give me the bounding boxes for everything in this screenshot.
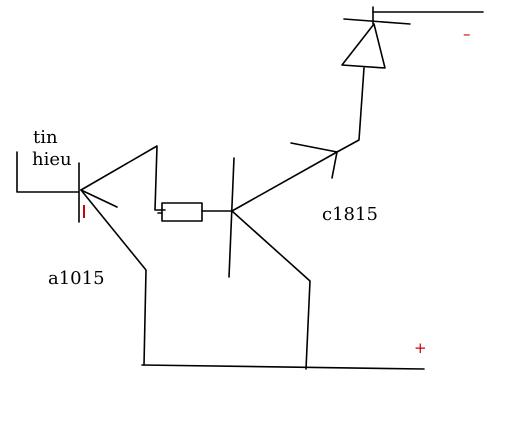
a1015-collector-lead (80, 145, 166, 211)
positive-terminal-sign: + (414, 339, 427, 357)
diode-triangle (341, 23, 386, 69)
collector-to-diode-wire (336, 67, 365, 153)
diode (341, 6, 411, 69)
c1815-emitter-lead (231, 210, 311, 370)
a1015-emitter-lead (80, 189, 147, 366)
c1815-collector-lead (231, 151, 338, 212)
input-signal-wire (16, 151, 79, 193)
negative-terminal-sign: – (463, 25, 471, 43)
input-label-line2: hieu (32, 149, 72, 170)
positive-rail (141, 364, 425, 370)
resistor (157, 202, 233, 222)
c1815-base-bar (228, 157, 235, 278)
input-label-line1: tin (33, 127, 58, 148)
transistor-c1815 (228, 142, 338, 370)
transistor-a1015 (78, 145, 166, 366)
c1815-collector-mark (290, 142, 338, 179)
a1015-arrow (80, 189, 118, 208)
transistor-a1015-label: a1015 (48, 268, 105, 289)
diode-bar (343, 18, 411, 25)
transistor-c1815-label: c1815 (322, 204, 378, 225)
